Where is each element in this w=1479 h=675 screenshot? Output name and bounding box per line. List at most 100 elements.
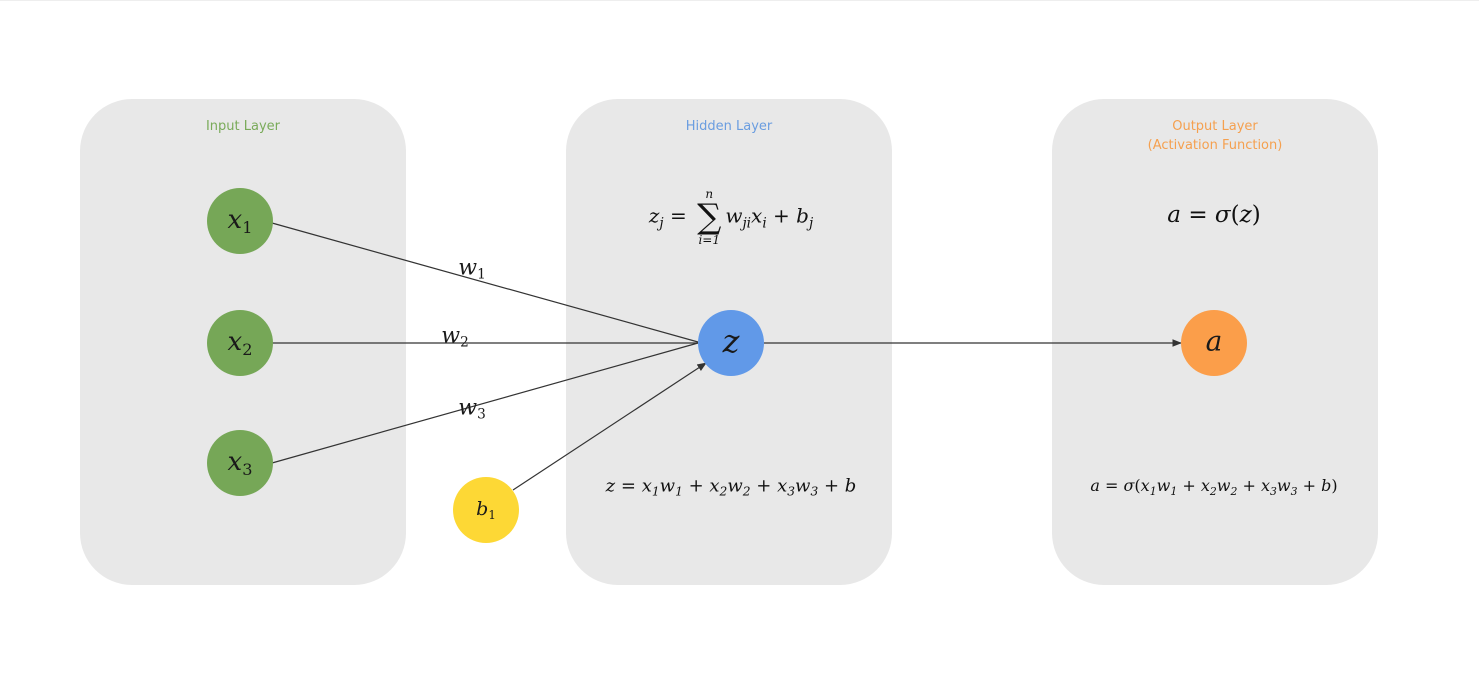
formula-subscript: 2 [742,484,751,499]
formula-subscript: 2 [719,484,728,499]
formula-subscript: 1 [675,484,683,499]
formula-token: w [659,475,676,497]
node-b1-label: b1 [476,498,496,522]
formula-token: x [1200,476,1210,496]
weight-w3-label: w3 [458,395,486,422]
sum-lower: i=1 [698,233,720,247]
f-b-sub: j [808,215,814,232]
node-x3 [207,430,273,496]
hidden-general-formula: zj = n ∑ i=1 wjixi + bj [649,188,813,246]
formula-subscript: 3 [810,484,819,499]
formula-token: σ [1214,202,1231,228]
f-lhs: z [648,203,660,228]
formula-token: + [682,475,710,497]
node-z [698,310,764,376]
symbol: x [227,205,243,236]
symbol: x [227,447,243,478]
formula-subscript: 1 [1149,484,1157,498]
formula-token: x [709,475,720,497]
symbol: w [458,255,478,281]
formula-token: b [844,475,857,497]
summation: n ∑ i=1 [697,188,721,246]
subscript: 1 [242,217,253,237]
node-x3-label: x3 [228,447,253,479]
symbol: w [458,395,478,421]
formula-token: + [1177,476,1201,496]
formula-token: = [615,475,642,497]
output-layer-title: Output Layer (Activation Function) [1052,117,1378,155]
weight-w2-label: w2 [441,323,469,350]
hidden-layer-title: Hidden Layer [685,119,773,134]
formula-token: x [1140,476,1150,496]
sum-upper: n [705,187,714,201]
formula-token: w [795,475,811,497]
subscript: 1 [488,507,496,522]
formula-subscript: 3 [1290,484,1298,498]
formula-token: x [1260,476,1271,496]
symbol: x [227,327,243,358]
f-eq: = [669,203,687,228]
edge-x1-z [271,222,699,343]
f-plus: + [773,203,790,228]
edge-b1-z [512,362,707,491]
node-x1 [207,188,273,254]
node-z-label: z [722,322,740,360]
formula-token: w [727,475,743,497]
output-layer-title-text: Output Layer [1172,119,1258,134]
subscript: 3 [477,406,486,423]
formula-token: + [1297,476,1322,496]
f-x-sub: i [762,215,767,232]
weight-w1-label: w1 [458,255,486,282]
formula-token: w [1216,476,1231,496]
formula-token: + [1237,476,1261,496]
symbol: w [441,323,461,349]
node-x2-label: x2 [228,327,253,359]
f-lhs-sub: j [659,215,664,232]
node-a-label: a [1205,324,1223,358]
input-layer-title: Input Layer [205,119,281,134]
formula-token: b [1321,476,1332,496]
f-w-sub: ji [742,215,752,232]
formula-token: a [1090,476,1100,496]
formula-token: w [1156,476,1171,496]
formula-subscript: 1 [651,484,660,499]
formula-token: a [1167,202,1182,228]
sum-sign: ∑ [697,197,722,237]
formula-token: = [1099,476,1124,496]
formula-token: w [1276,476,1291,496]
formula-token: ) [1331,476,1338,496]
formula-subscript: 3 [1270,484,1277,498]
subscript: 2 [460,334,469,351]
hidden-expanded-formula: z = x1w1 + x2w2 + x3w3 + b [606,475,857,498]
f-w: w [725,203,743,228]
node-a [1181,310,1247,376]
formula-token: ( [1230,202,1240,228]
formula-token: ) [1251,202,1261,228]
formula-token: σ [1123,476,1135,496]
subscript: 3 [242,459,253,479]
edge-x3-z [271,342,699,464]
symbol: b [476,498,489,521]
f-b: b [796,203,809,228]
subscript: 1 [477,266,486,283]
formula-subscript: 1 [1170,484,1178,498]
formula-token: x [777,475,788,497]
node-x2 [207,310,273,376]
formula-token: z [605,475,616,497]
formula-subscript: 2 [1230,484,1238,498]
f-x: x [751,203,763,228]
formula-token: + [750,475,778,497]
output-expanded-formula: a = σ(x1w1 + x2w2 + x3w3 + b) [1090,476,1337,498]
formula-token: + [818,475,845,497]
output-general-formula: a = σ(z) [1167,202,1260,228]
output-layer-subtitle: (Activation Function) [1147,138,1283,153]
formula-token: z [1239,202,1252,228]
subscript: 2 [242,339,253,359]
formula-token: ( [1134,476,1141,496]
formula-subscript: 3 [787,484,796,499]
node-b1 [453,477,519,543]
node-x1-label: x1 [228,205,253,237]
formula-subscript: 2 [1209,484,1217,498]
